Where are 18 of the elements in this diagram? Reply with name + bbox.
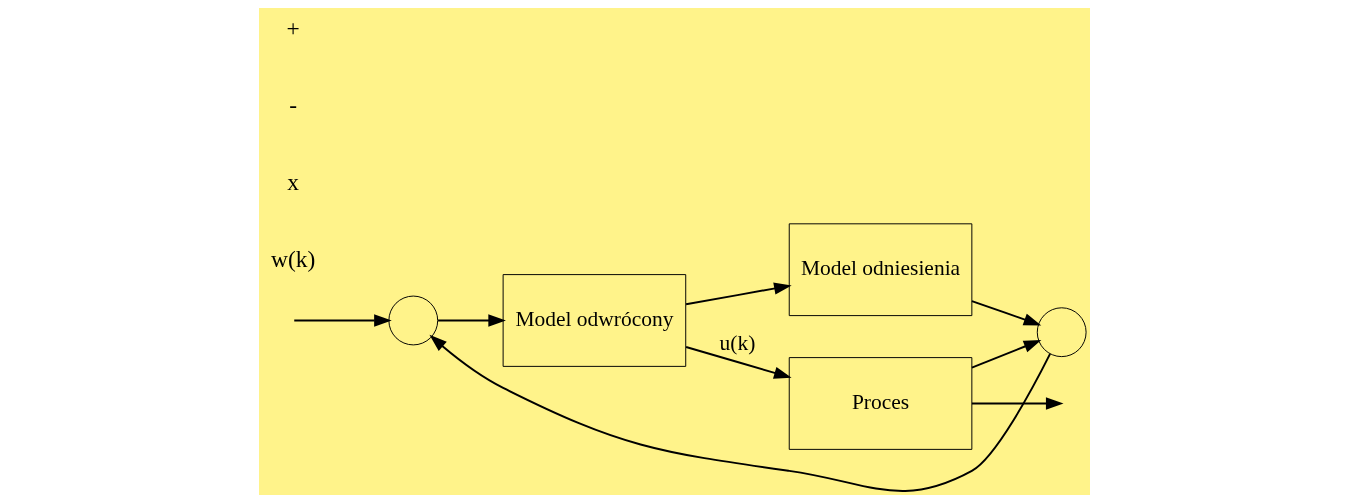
arrow <box>684 282 792 306</box>
label: + <box>286 14 300 41</box>
arrow <box>436 314 506 327</box>
label: - <box>288 91 297 118</box>
arrow <box>970 397 1064 410</box>
label: x <box>286 168 299 195</box>
label: w(k) <box>270 245 315 272</box>
arrow <box>970 300 1041 326</box>
node-box: Model odniesienia <box>788 223 972 317</box>
node-box: Model odwrócony <box>502 274 686 367</box>
edge-label: u(k) <box>719 331 755 356</box>
arrow <box>292 314 392 327</box>
arrow <box>970 339 1041 369</box>
node-circle <box>387 295 438 346</box>
arrow <box>684 346 792 379</box>
arrow <box>428 334 1051 492</box>
node-circle <box>1036 307 1087 358</box>
node-box: Proces <box>788 357 972 450</box>
